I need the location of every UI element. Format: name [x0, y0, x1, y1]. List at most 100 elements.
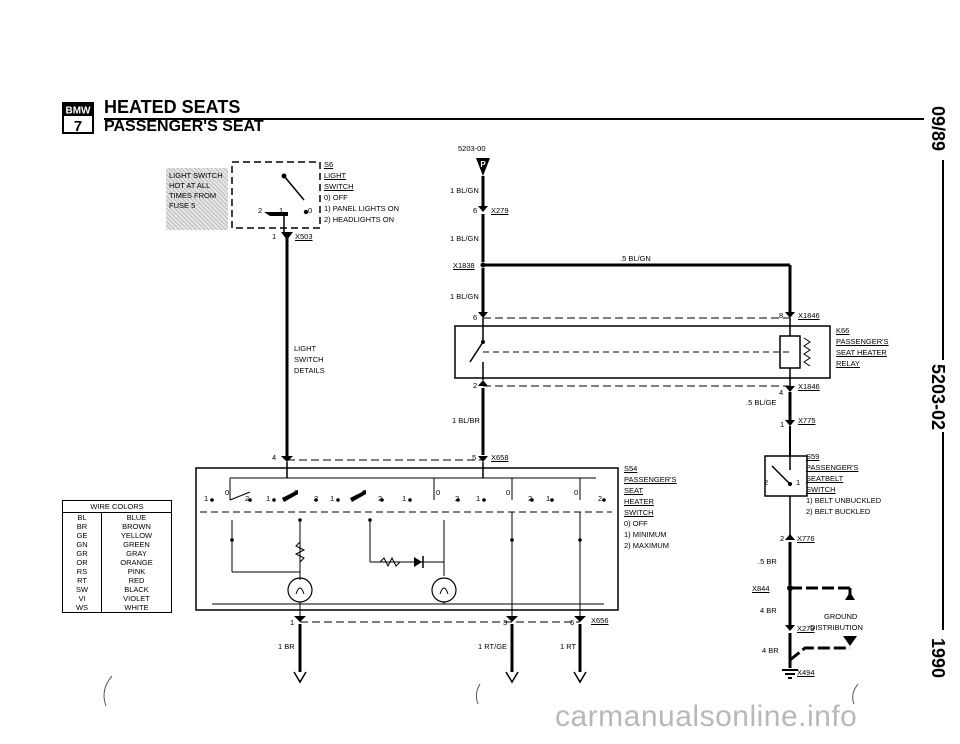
position-label: 1: [402, 494, 407, 503]
fuse-note-line: FUSE 5: [169, 201, 196, 210]
s54-id: S54: [624, 464, 638, 473]
s59-contact-arm: [771, 465, 791, 485]
position-label: 2: [528, 494, 533, 503]
fuse-note-line: LIGHT SWITCH: [169, 171, 223, 180]
relay-pin6: [478, 312, 488, 318]
pin-label: 4: [779, 388, 784, 397]
position-label: 0: [506, 488, 511, 497]
connector-x844: X844: [752, 584, 770, 593]
s54-name: SEAT: [624, 486, 644, 495]
wire-label: 1 BL/GN: [450, 234, 479, 243]
s59-contact-label: 1: [796, 478, 801, 487]
light-switch-details: SWITCH: [294, 355, 324, 364]
wire-color-code: GE: [63, 531, 102, 540]
s54-contact-group: [272, 490, 318, 502]
pin-label: 1: [780, 420, 785, 429]
position-label: 1: [204, 494, 209, 503]
position-label: 1: [330, 494, 335, 503]
s54-contact-group: [482, 478, 534, 502]
connector-x1846: X1846: [798, 311, 820, 320]
pin-label: 6: [473, 313, 478, 322]
s6-name: LIGHT: [324, 171, 347, 180]
s6-id: S6: [324, 160, 334, 169]
s54-node: [368, 518, 372, 522]
s59-name: PASSENGER'S: [806, 463, 859, 472]
s59-contact: [788, 482, 792, 486]
wire-label: .5 BR: [758, 557, 777, 566]
connector-x776: X776: [797, 534, 815, 543]
wire-color-name: BROWN: [122, 522, 151, 531]
position-label: 1: [266, 494, 271, 503]
s6-switch-arm: [264, 212, 288, 216]
light-switch-details: DETAILS: [294, 366, 325, 375]
series-number: 7: [74, 118, 82, 134]
position-label: 2: [245, 494, 250, 503]
pin-label: 5: [472, 453, 477, 462]
x775-connector: [785, 420, 795, 426]
s54-node: [230, 538, 234, 542]
x279-connector: [478, 206, 488, 212]
connector-x656: X656: [591, 616, 609, 625]
connector-x775: X775: [798, 416, 816, 425]
s54-switch-box: [195, 467, 619, 611]
k66-relay-box: [454, 325, 831, 379]
pin-label: 1: [290, 618, 295, 627]
top-code: 5203-00: [458, 144, 486, 153]
ground-label: GROUND: [824, 612, 858, 621]
logo-text: BMW: [66, 106, 92, 117]
s54-pin5: [478, 456, 488, 462]
k66-name: PASSENGER'S: [836, 337, 889, 346]
relay-pin4: [785, 386, 795, 392]
pin-label: 6: [473, 206, 478, 215]
page-title: HEATED SEATS: [104, 97, 241, 117]
wire-label: 1 BL/GN: [450, 292, 479, 301]
position-label: 1: [476, 494, 481, 503]
pin-label: 4: [272, 453, 277, 462]
s6-pos1: 1) PANEL LIGHTS ON: [324, 204, 400, 213]
wire-color-name: VIOLET: [123, 594, 150, 603]
pin-label: 8: [779, 311, 784, 320]
s54-pos0: 0) OFF: [624, 519, 648, 528]
s59-contact-label: 2: [764, 478, 769, 487]
s54-pos1: 1) MINIMUM: [624, 530, 667, 539]
s59-name: SWITCH: [806, 485, 836, 494]
wire-color-name: GREEN: [123, 540, 150, 549]
s54-node: [510, 538, 514, 542]
position-label: 0: [294, 488, 299, 497]
s54-contact-group: [336, 490, 384, 502]
light-switch-details: LIGHT: [294, 344, 317, 353]
relay-pin8: [785, 312, 795, 318]
s54-resistor: [294, 541, 306, 563]
connector-x1846: X1846: [798, 382, 820, 391]
s6-pin-label: 1: [279, 206, 284, 215]
wire-color-name: RED: [128, 576, 145, 585]
wire-label: .5 BL/GN: [620, 254, 651, 263]
connector-x279: X279: [797, 624, 815, 633]
ground-return: [789, 646, 850, 662]
position-label: 0: [362, 488, 367, 497]
fuse-symbol: [476, 158, 490, 176]
x776-connector: [785, 534, 795, 540]
s59-switch-box: [764, 455, 808, 497]
position-label: 0: [574, 488, 579, 497]
s6-switch-box: [231, 161, 321, 229]
wire-color-code: WS: [63, 603, 102, 612]
s6-name: SWITCH: [324, 182, 354, 191]
s6-pos0: 0) OFF: [324, 193, 348, 202]
pin-label: 1: [272, 232, 277, 241]
connector-x279: X279: [491, 206, 509, 215]
pin-label: 2: [473, 381, 478, 390]
s54-contact-group: [210, 478, 252, 502]
s54-pin4: [281, 456, 293, 462]
x656-pin3: [506, 616, 518, 622]
s54-pos2: 2) MAXIMUM: [624, 541, 669, 550]
s6-pos2: 2) HEADLIGHTS ON: [324, 215, 395, 224]
